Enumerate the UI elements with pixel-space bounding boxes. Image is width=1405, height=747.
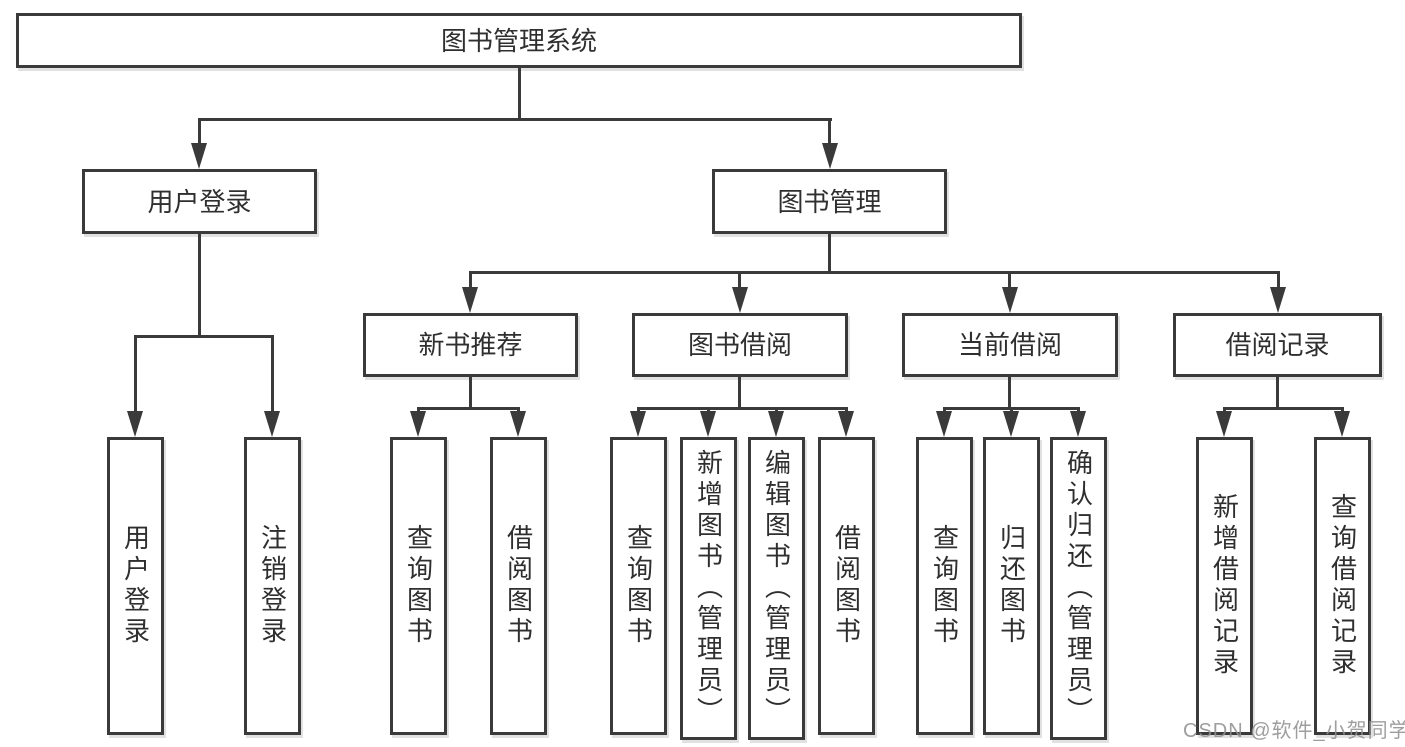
arrowhead-down (768, 411, 784, 437)
leaf-add-books-admin: 新增图书（管理员） (680, 437, 737, 740)
node-label: 图书管理系统 (440, 25, 597, 56)
node-library-management-system: 图书管理系统 (16, 13, 1022, 68)
connector-line (738, 377, 741, 407)
connector-line (134, 335, 274, 338)
connector-line (637, 407, 848, 410)
connector-line (198, 234, 201, 335)
node-label: 查询借阅记录 (1327, 493, 1358, 679)
connector-line (198, 118, 832, 121)
node-label: 借阅记录 (1225, 330, 1330, 360)
node-label: 借阅图书 (831, 524, 862, 648)
leaf-add-borrow-record: 新增借阅记录 (1196, 437, 1253, 735)
node-label: 编辑图书（管理员） (761, 449, 792, 728)
leaf-user-login: 用户登录 (107, 437, 164, 735)
arrowhead-down (1334, 411, 1350, 437)
leaf-return-books: 归还图书 (983, 437, 1040, 735)
leaf-borrow-books-recommend: 借阅图书 (490, 437, 547, 735)
arrowhead-down (822, 143, 838, 169)
connector-line (828, 118, 831, 148)
node-user-login: 用户登录 (82, 169, 317, 234)
connector-line (469, 377, 472, 407)
arrowhead-down (127, 411, 143, 437)
node-book-borrowing: 图书借阅 (632, 313, 848, 377)
connector-line (1223, 407, 1344, 410)
leaf-query-books-recommend: 查询图书 (390, 437, 447, 735)
node-new-book-recommendation: 新书推荐 (363, 313, 578, 377)
node-borrowing-records: 借阅记录 (1173, 313, 1382, 377)
connector-line (134, 335, 137, 415)
connector-line (198, 118, 201, 148)
connector-line (1008, 377, 1011, 407)
arrowhead-down (510, 411, 526, 437)
leaf-borrow-books: 借阅图书 (818, 437, 875, 735)
arrowhead-down (838, 411, 854, 437)
leaf-confirm-return-admin: 确认归还（管理员） (1050, 437, 1107, 740)
arrowhead-down (1070, 411, 1086, 437)
leaf-query-books-current: 查询图书 (916, 437, 973, 735)
node-book-management: 图书管理 (712, 169, 947, 234)
node-label: 新书推荐 (418, 330, 523, 360)
connector-line (828, 234, 831, 271)
connector-line (1276, 377, 1279, 407)
arrowhead-down (630, 411, 646, 437)
arrowhead-down (936, 411, 952, 437)
connector-line (1008, 271, 1011, 291)
node-label: 查询图书 (623, 524, 654, 648)
connector-line (518, 68, 521, 120)
arrowhead-down (700, 411, 716, 437)
arrowhead-down (732, 287, 748, 313)
node-label: 图书借阅 (687, 330, 792, 360)
node-label: 新增图书（管理员） (693, 449, 724, 728)
arrowhead-down (462, 287, 478, 313)
node-label: 查询图书 (929, 524, 960, 648)
node-label: 借阅图书 (503, 524, 534, 648)
node-label: 用户登录 (147, 186, 252, 217)
arrowhead-down (1270, 287, 1286, 313)
arrowhead-down (1003, 411, 1019, 437)
leaf-query-borrow-record: 查询借阅记录 (1314, 437, 1371, 735)
arrowhead-down (191, 143, 207, 169)
node-label: 归还图书 (996, 524, 1027, 648)
connector-line (417, 407, 520, 410)
connector-line (738, 271, 741, 291)
connector-line (469, 271, 1280, 274)
connector-line (469, 271, 472, 291)
arrowhead-down (264, 411, 280, 437)
node-label: 确认归还（管理员） (1063, 449, 1094, 728)
node-label: 图书管理 (777, 186, 882, 217)
arrowhead-down (410, 411, 426, 437)
node-label: 当前借阅 (957, 330, 1062, 360)
node-label: 查询图书 (403, 524, 434, 648)
node-label: 注销登录 (257, 524, 288, 648)
node-label: 新增借阅记录 (1209, 493, 1240, 679)
node-label: 用户登录 (120, 524, 151, 648)
node-current-borrowing: 当前借阅 (902, 313, 1118, 377)
connector-line (1277, 271, 1280, 291)
arrowhead-down (1002, 287, 1018, 313)
leaf-logout: 注销登录 (244, 437, 301, 735)
leaf-query-books-borrowing: 查询图书 (610, 437, 667, 735)
arrowhead-down (1216, 411, 1232, 437)
csdn-watermark: CSDN @软件_小贺同学 (1183, 720, 1405, 742)
leaf-edit-books-admin: 编辑图书（管理员） (748, 437, 805, 740)
connector-line (271, 335, 274, 415)
